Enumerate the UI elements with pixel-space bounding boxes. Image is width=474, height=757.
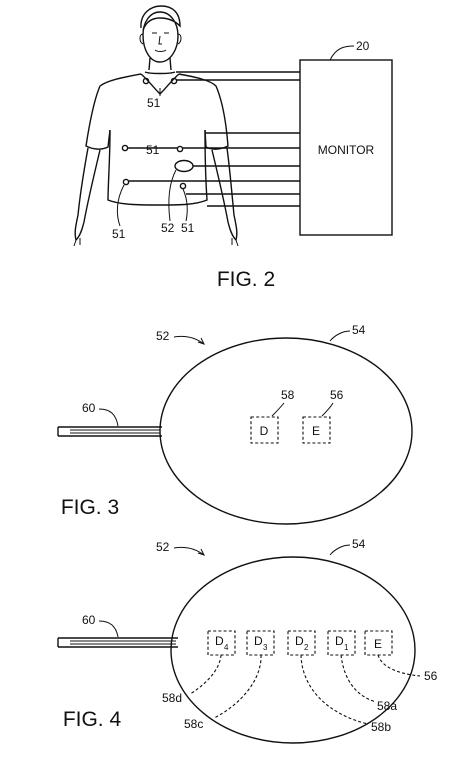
device-52-fig2 [174, 159, 194, 173]
device-body-fig4 [170, 556, 416, 744]
ref-51-right: 51 [181, 221, 195, 235]
detector-d3-sub: 3 [263, 643, 268, 652]
emitter-e-fig4: E [364, 630, 421, 677]
detector-d2-sub: 2 [304, 643, 309, 652]
ref-58c: 58c [184, 717, 203, 731]
lead-fig3 [57, 426, 162, 437]
device-body-fig3 [159, 337, 413, 525]
ref-52-fig2: 52 [161, 221, 175, 235]
detector-d4: D 4 [189, 630, 236, 695]
monitor-leads [128, 71, 300, 207]
figure-3: D E 52 54 56 58 60 FIG. 3 [57, 323, 413, 525]
ref-52-fig3: 52 [156, 329, 170, 343]
detector-d3: D 3 [213, 630, 275, 719]
detector-d1-label: D [335, 634, 344, 648]
monitor-box [299, 59, 393, 236]
ref-58d: 58d [162, 691, 182, 705]
electrode-abdomen-right [179, 182, 187, 190]
electrode-neck-left [142, 77, 150, 85]
electrode-chest-right [176, 145, 184, 153]
lead-fig4 [57, 637, 178, 648]
ref-56-fig4: 56 [424, 669, 438, 683]
electrode-neck-right [170, 77, 178, 85]
ref-58b: 58b [371, 720, 391, 734]
ref-58a: 58a [377, 699, 397, 713]
detector-d3-label: D [254, 634, 263, 648]
detector-d1-sub: 1 [344, 643, 349, 652]
detector-d4-sub: 4 [224, 643, 229, 652]
ref-51-neck: 51 [147, 96, 161, 110]
ref-54-fig4: 54 [352, 537, 366, 551]
monitor-ref: 20 [356, 39, 370, 53]
emitter-label-fig4: E [374, 637, 382, 651]
detector-d2: D 2 [287, 630, 369, 725]
ref-51-left: 51 [112, 227, 126, 241]
fig3-caption: FIG. 3 [61, 496, 119, 519]
ref-58-fig3: 58 [281, 388, 295, 402]
emitter-label-fig3: E [312, 424, 320, 438]
electrode-abdomen-left [122, 178, 130, 186]
ref-56-fig3: 56 [330, 388, 344, 402]
electrode-chest-left [121, 144, 129, 152]
ref-52-fig4: 52 [156, 540, 170, 554]
detector-d2-label: D [295, 634, 304, 648]
patient-figure [73, 5, 239, 247]
figure-4: D 4 D 3 D 2 D 1 E [57, 537, 438, 744]
detector-d1: D 1 [327, 630, 377, 703]
ref-54-fig3: 54 [352, 323, 366, 337]
figure-2: MONITOR 20 51 51 51 52 51 FIG. 2 [73, 5, 393, 291]
ref-51-chest: 51 [146, 143, 160, 157]
ref-60-fig4: 60 [82, 613, 96, 627]
detector-label-fig3: D [260, 424, 269, 438]
fig4-caption: FIG. 4 [63, 708, 122, 731]
ref-60-fig3: 60 [82, 401, 96, 415]
monitor-label: MONITOR [318, 143, 375, 157]
fig2-caption: FIG. 2 [217, 268, 275, 291]
detector-d4-label: D [215, 634, 224, 648]
